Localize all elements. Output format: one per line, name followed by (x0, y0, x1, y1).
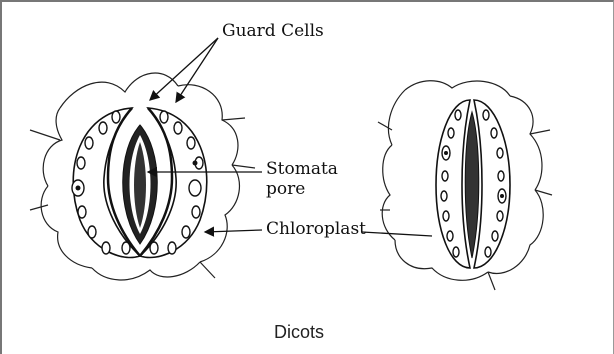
figure-caption: Dicots (274, 322, 324, 343)
right-nucleus-left (444, 151, 448, 155)
right-stomatal-pore (465, 112, 479, 258)
right-nucleus-right (500, 194, 504, 198)
left-nucleus-left (76, 186, 81, 191)
right-guard-cell-right (474, 100, 510, 268)
guard-cells-label: Guard Cells (222, 22, 324, 40)
chloroplast-label: Chloroplast (266, 220, 366, 238)
stomata-pore-label-line1: Stomata (266, 160, 338, 178)
left-nucleus-right (193, 161, 198, 166)
stomata-pore-label-line2: pore (266, 180, 305, 198)
